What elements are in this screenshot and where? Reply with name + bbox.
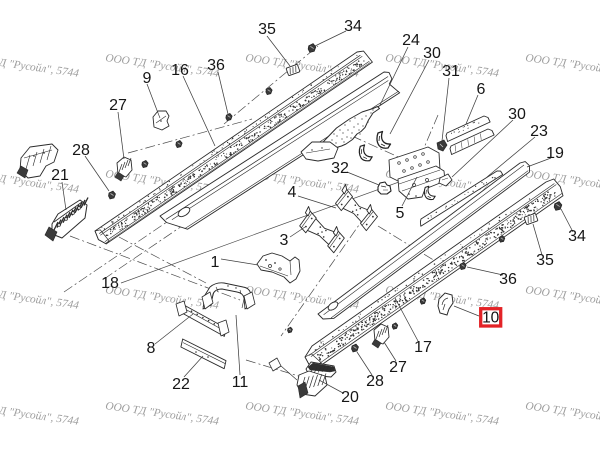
svg-text:16: 16 [171,62,189,79]
svg-text:4: 4 [288,184,297,201]
svg-text:22: 22 [172,376,190,393]
svg-text:8: 8 [147,340,156,357]
svg-text:28: 28 [72,142,90,159]
svg-text:18: 18 [101,275,119,292]
svg-text:6: 6 [477,81,486,98]
svg-text:11: 11 [232,374,249,391]
svg-text:35: 35 [258,21,276,38]
svg-text:30: 30 [423,45,441,62]
svg-text:1: 1 [211,254,220,271]
svg-text:31: 31 [442,63,460,80]
svg-text:35: 35 [536,252,554,269]
svg-text:30: 30 [508,106,526,123]
svg-text:34: 34 [568,228,586,245]
svg-text:5: 5 [396,205,405,222]
svg-text:36: 36 [499,271,517,288]
svg-text:3: 3 [280,232,289,249]
svg-text:19: 19 [546,145,564,162]
svg-text:28: 28 [366,373,384,390]
svg-text:17: 17 [414,339,432,356]
svg-text:21: 21 [51,167,69,184]
svg-text:10: 10 [482,310,500,327]
svg-text:9: 9 [143,70,152,87]
svg-text:20: 20 [341,389,359,406]
svg-text:34: 34 [344,18,362,35]
svg-text:36: 36 [207,57,225,74]
svg-text:27: 27 [109,97,127,114]
svg-text:27: 27 [389,359,407,376]
svg-text:23: 23 [530,123,548,140]
svg-text:24: 24 [402,32,420,49]
svg-text:32: 32 [331,160,349,177]
